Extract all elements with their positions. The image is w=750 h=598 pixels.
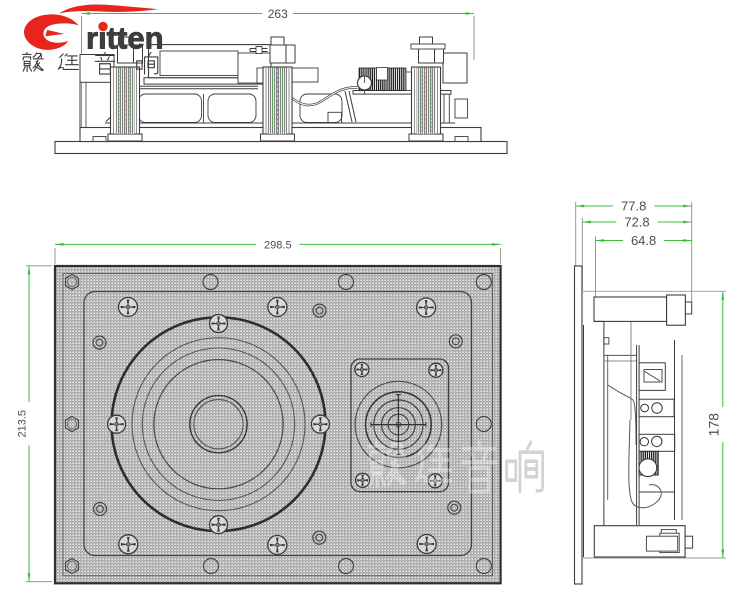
- svg-text:263: 263: [268, 7, 288, 21]
- svg-text:ritten: ritten: [86, 21, 164, 56]
- svg-text:298.5: 298.5: [264, 239, 292, 251]
- svg-text:178: 178: [706, 413, 722, 437]
- svg-text:213.5: 213.5: [17, 410, 29, 438]
- svg-text:64.8: 64.8: [631, 233, 656, 248]
- svg-text:77.8: 77.8: [621, 199, 646, 214]
- svg-text:72.8: 72.8: [624, 215, 649, 230]
